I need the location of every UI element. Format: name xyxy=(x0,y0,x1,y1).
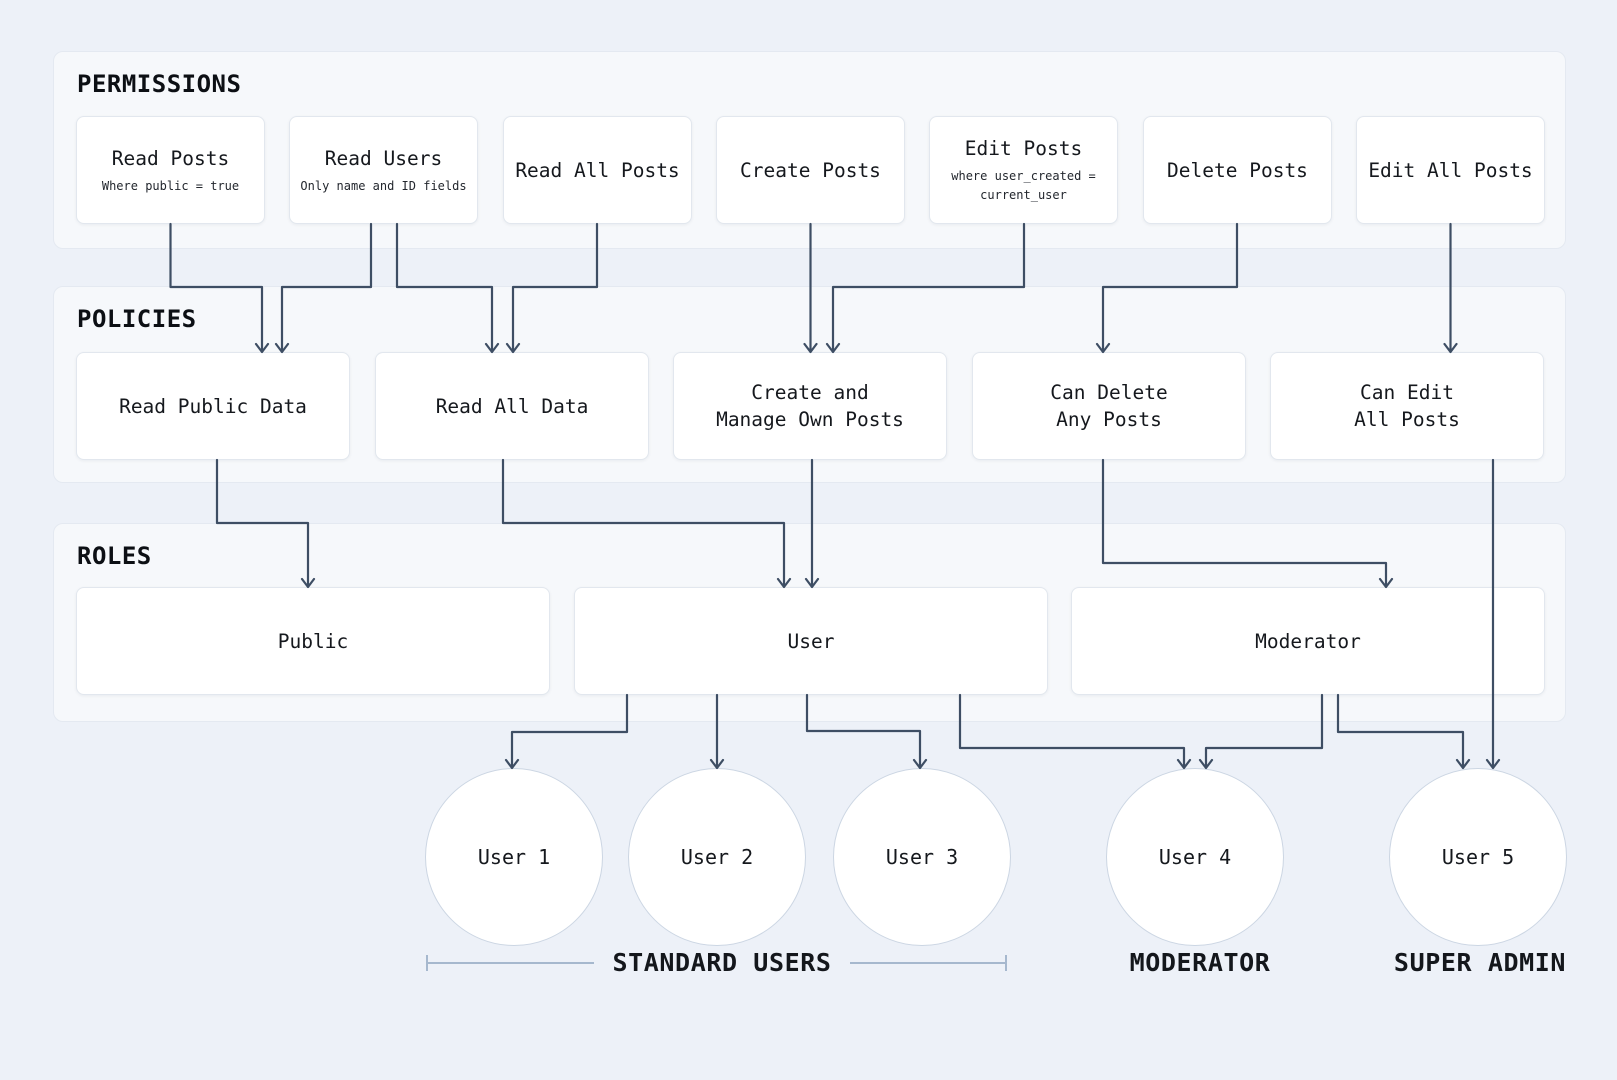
group-label-standard-users: STANDARD USERS xyxy=(612,948,832,977)
user-circle-label: User 1 xyxy=(477,845,551,869)
group-label-moderator: MODERATOR xyxy=(1129,948,1271,977)
role-node-moderator: Moderator xyxy=(1071,587,1545,695)
user-circle-4: User 4 xyxy=(1106,768,1284,946)
roles-panel-title: ROLES xyxy=(77,542,152,570)
permissions-panel-title: PERMISSIONS xyxy=(77,70,242,98)
policy-node-can-delete-any-posts: Can Delete Any Posts xyxy=(972,352,1246,460)
permission-node-create-posts: Create Posts xyxy=(716,116,905,224)
node-label: Can Edit All Posts xyxy=(1354,381,1460,431)
node-label: Delete Posts xyxy=(1167,158,1308,182)
node-subtitle: Only name and ID fields xyxy=(300,178,467,193)
node-label: Read All Data xyxy=(435,394,589,418)
standard-users-bracket-tick-right xyxy=(1005,955,1007,971)
node-label: Read All Posts xyxy=(515,158,680,182)
node-label: Can Delete Any Posts xyxy=(1050,381,1168,431)
node-label: Moderator xyxy=(1255,629,1361,653)
permission-node-delete-posts: Delete Posts xyxy=(1143,116,1332,224)
node-label: Read Public Data xyxy=(119,394,307,418)
standard-users-bracket-line-right xyxy=(850,962,1006,964)
user-circle-1: User 1 xyxy=(425,768,603,946)
permission-node-read-all-posts: Read All Posts xyxy=(503,116,692,224)
user-circle-3: User 3 xyxy=(833,768,1011,946)
permission-node-edit-posts: Edit Posts where user_created = current_… xyxy=(929,116,1118,224)
node-label: Public xyxy=(277,629,349,653)
node-label: Read Users xyxy=(324,146,443,170)
node-label: Edit All Posts xyxy=(1368,158,1533,182)
node-label: Read Posts xyxy=(111,146,230,170)
user-circle-label: User 2 xyxy=(680,845,754,869)
group-label-super-admin: SUPER ADMIN xyxy=(1393,948,1567,977)
node-label: Create Posts xyxy=(740,158,881,182)
policy-node-read-all-data: Read All Data xyxy=(375,352,649,460)
policy-node-can-edit-all-posts: Can Edit All Posts xyxy=(1270,352,1544,460)
node-label: User xyxy=(787,629,835,653)
node-label: Edit Posts xyxy=(964,137,1083,160)
user-circle-label: User 3 xyxy=(885,845,959,869)
node-label: Create and Manage Own Posts xyxy=(716,381,904,431)
node-subtitle: Where public = true xyxy=(101,178,240,193)
node-subtitle: where user_created = current_user xyxy=(951,169,1096,202)
user-circle-label: User 4 xyxy=(1158,845,1232,869)
policy-node-create-manage-own-posts: Create and Manage Own Posts xyxy=(673,352,947,460)
standard-users-bracket-line-left xyxy=(427,962,594,964)
role-node-public: Public xyxy=(76,587,550,695)
user-circle-label: User 5 xyxy=(1441,845,1515,869)
user-circle-2: User 2 xyxy=(628,768,806,946)
role-node-user: User xyxy=(574,587,1048,695)
policy-node-read-public-data: Read Public Data xyxy=(76,352,350,460)
permission-node-read-users: Read Users Only name and ID fields xyxy=(289,116,478,224)
permission-node-edit-all-posts: Edit All Posts xyxy=(1356,116,1545,224)
policies-panel-title: POLICIES xyxy=(77,305,197,333)
permission-node-read-posts: Read Posts Where public = true xyxy=(76,116,265,224)
user-circle-5: User 5 xyxy=(1389,768,1567,946)
